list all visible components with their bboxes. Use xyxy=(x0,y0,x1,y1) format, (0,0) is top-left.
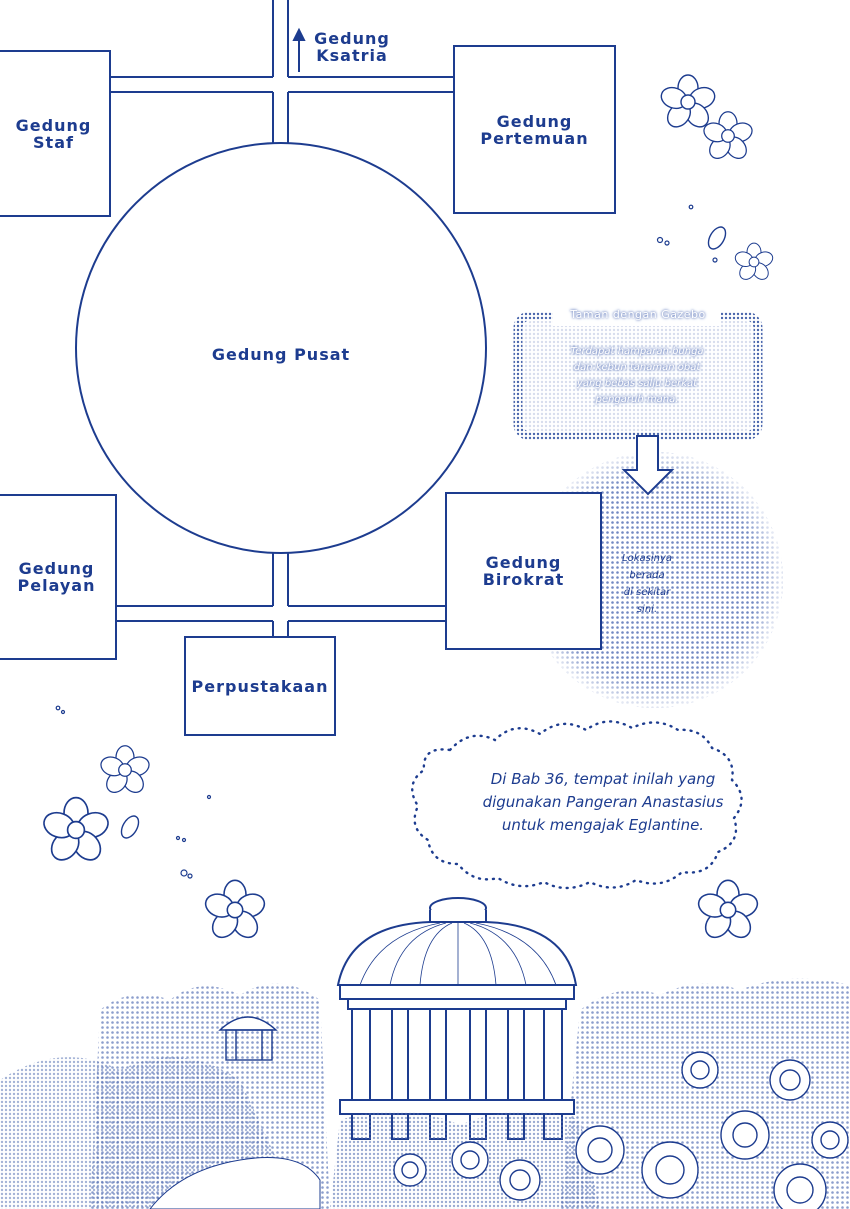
building-ksatria-label[interactable]: Gedung Ksatria xyxy=(314,29,390,65)
cloud-note: Di Bab 36, tempat inilah yang digunakan … xyxy=(482,770,724,834)
building-label: Gedung Pertemuan xyxy=(480,111,589,148)
building-label: Gedung Birokrat xyxy=(482,553,565,589)
building-label: Perpustakaan xyxy=(191,676,329,696)
building-pelayan[interactable]: Gedung Pelayan xyxy=(0,494,117,660)
building-label: Gedung Staf xyxy=(15,115,92,152)
building-pertemuan[interactable]: Gedung Pertemuan xyxy=(453,45,616,214)
building-pusat-label[interactable]: Gedung Pusat xyxy=(211,345,351,364)
location-note: Lokasinya berada di sekitar sini. xyxy=(622,553,672,615)
callout-body: Terdapat hamparan bunga dan kebun tanama… xyxy=(570,346,704,405)
gazebo-illustration xyxy=(0,897,850,1209)
building-label: Gedung Pelayan xyxy=(17,559,96,595)
callout-title: Taman dengan Gazebo xyxy=(570,308,706,321)
building-perpustakaan[interactable]: Perpustakaan xyxy=(184,636,336,736)
building-staf[interactable]: Gedung Staf xyxy=(0,50,111,217)
arrow-up-icon xyxy=(292,27,306,72)
flower-icon xyxy=(43,74,774,939)
cloud-frame xyxy=(411,720,743,890)
arrow-down-icon xyxy=(621,435,675,496)
building-birokrat[interactable]: Gedung Birokrat xyxy=(445,492,602,650)
